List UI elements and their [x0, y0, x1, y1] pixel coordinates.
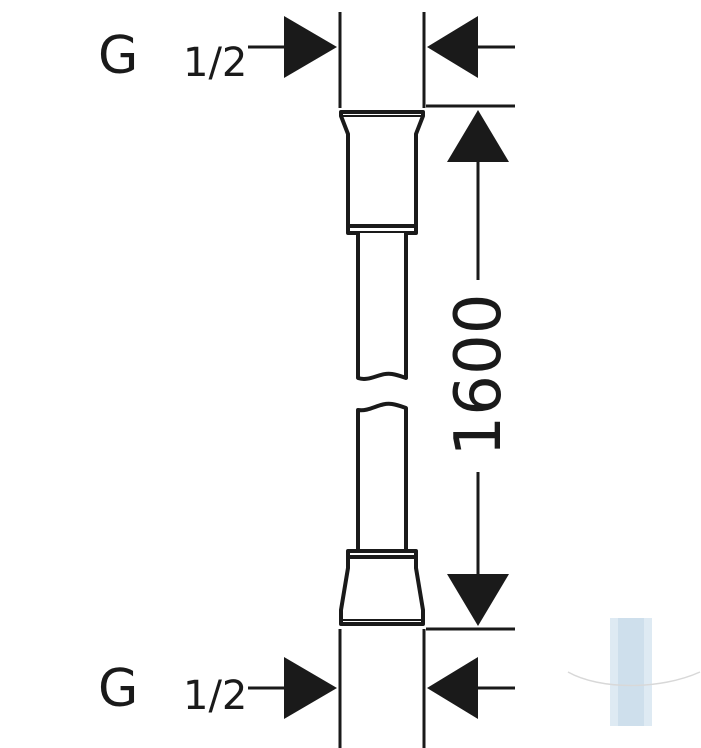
- thread-letter-top: G: [98, 26, 138, 86]
- hose-tube-lower: [356, 401, 408, 552]
- thread-label-top: G 1/2: [98, 26, 247, 86]
- hose-top-nut: [339, 110, 425, 228]
- top-width-dimension: [248, 12, 515, 108]
- arrowhead-top-left: [284, 16, 337, 78]
- thread-letter-bottom: G: [98, 659, 138, 719]
- length-label: 1600: [442, 294, 516, 457]
- shower-hose: [339, 110, 425, 626]
- hose-top-ferrule: [346, 224, 418, 235]
- arrowhead-length-top: [447, 110, 509, 162]
- hose-tube-upper: [356, 233, 408, 381]
- arrowhead-bottom-left: [284, 657, 337, 719]
- thread-fraction-top: 1/2: [183, 40, 247, 86]
- hose-bottom-nut: [339, 555, 425, 626]
- thread-fraction-bottom: 1/2: [183, 673, 247, 719]
- thread-label-bottom: G 1/2: [98, 659, 247, 719]
- arrowhead-bottom-right: [427, 657, 478, 719]
- watermark-logo: [567, 618, 701, 726]
- length-dimension: [426, 104, 515, 631]
- arrowhead-length-bottom: [447, 574, 509, 626]
- arrowhead-top-right: [427, 16, 478, 78]
- bottom-width-dimension: [248, 629, 515, 748]
